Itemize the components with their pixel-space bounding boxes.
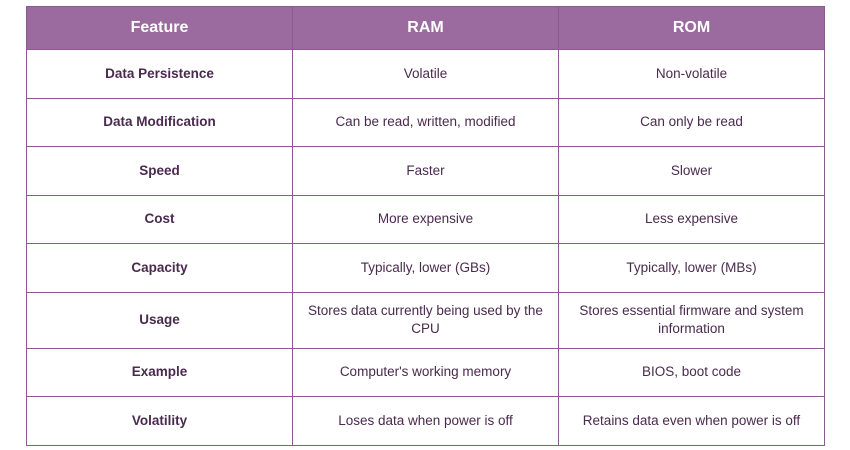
ram-cell: Loses data when power is off: [292, 396, 559, 446]
table-header-row: Feature RAM ROM: [26, 6, 825, 50]
rom-cell: Non-volatile: [558, 49, 825, 99]
feature-cell: Speed: [26, 146, 293, 196]
feature-cell: Usage: [26, 291, 293, 349]
ram-cell: Volatile: [292, 49, 559, 99]
rom-cell: Stores essential firmware and system inf…: [558, 291, 825, 349]
table-row: Data Persistence Volatile Non-volatile: [26, 49, 825, 99]
ram-cell: Stores data currently being used by the …: [292, 291, 559, 349]
header-rom: ROM: [558, 6, 825, 50]
feature-cell: Data Modification: [26, 97, 293, 147]
feature-cell: Data Persistence: [26, 49, 293, 99]
table-row: Capacity Typically, lower (GBs) Typicall…: [26, 243, 825, 293]
rom-cell: Slower: [558, 146, 825, 196]
feature-cell: Cost: [26, 194, 293, 244]
ram-vs-rom-table: Feature RAM ROM Data Persistence Volatil…: [26, 6, 825, 446]
table-row: Cost More expensive Less expensive: [26, 194, 825, 244]
ram-cell: Typically, lower (GBs): [292, 243, 559, 293]
table-row: Usage Stores data currently being used b…: [26, 291, 825, 349]
feature-cell: Volatility: [26, 396, 293, 446]
rom-cell: BIOS, boot code: [558, 347, 825, 397]
table-row: Example Computer's working memory BIOS, …: [26, 347, 825, 397]
feature-cell: Example: [26, 347, 293, 397]
header-feature: Feature: [26, 6, 293, 50]
rom-cell: Less expensive: [558, 194, 825, 244]
comparison-table-container: Feature RAM ROM Data Persistence Volatil…: [26, 6, 825, 446]
ram-cell: More expensive: [292, 194, 559, 244]
ram-cell: Faster: [292, 146, 559, 196]
ram-cell: Can be read, written, modified: [292, 97, 559, 147]
ram-cell: Computer's working memory: [292, 347, 559, 397]
rom-cell: Can only be read: [558, 97, 825, 147]
rom-cell: Typically, lower (MBs): [558, 243, 825, 293]
table-row: Speed Faster Slower: [26, 146, 825, 196]
rom-cell: Retains data even when power is off: [558, 396, 825, 446]
header-ram: RAM: [292, 6, 559, 50]
table-row: Volatility Loses data when power is off …: [26, 396, 825, 446]
table-row: Data Modification Can be read, written, …: [26, 97, 825, 147]
feature-cell: Capacity: [26, 243, 293, 293]
